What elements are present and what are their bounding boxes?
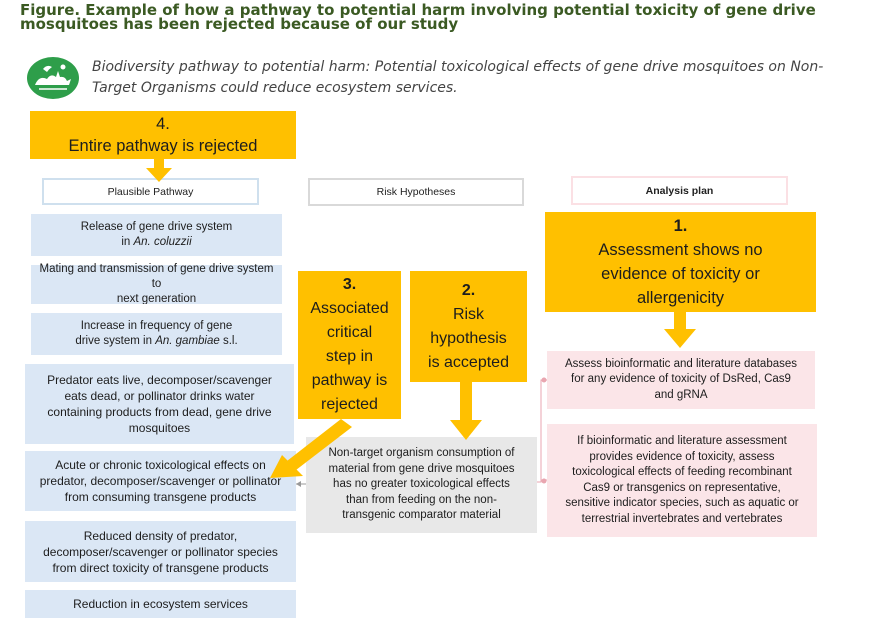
chevron-down-icon: [138, 355, 176, 363]
header-plausible-pathway: Plausible Pathway: [42, 178, 259, 205]
arrow-down-icon: [664, 312, 696, 348]
risk-hypothesis-box: Non-target organism consumption of mater…: [306, 437, 537, 533]
analysis-step-1: Assess bioinformatic and literature data…: [547, 351, 815, 409]
callout-2-hypothesis-accepted: 2. Risk hypothesis is accepted: [410, 271, 527, 382]
pathway-subtitle: Biodiversity pathway to potential harm: …: [92, 59, 824, 96]
pathway-step-5: Acute or chronic toxicological effects o…: [25, 451, 296, 511]
callout-1-no-toxicity: 1. Assessment shows no evidence of toxic…: [545, 212, 816, 312]
chevron-down-icon: [138, 582, 176, 590]
callout-text: Risk hypothesis is accepted: [428, 305, 509, 371]
callout-text: Entire pathway is rejected: [68, 137, 258, 155]
pathway-step-7: Reduction in ecosystem services: [25, 590, 296, 618]
pathway-step-6: Reduced density of predator, decomposer/…: [25, 521, 296, 582]
callout-number: 3.: [342, 276, 357, 293]
callout-4-pathway-rejected: 4. Entire pathway is rejected: [30, 111, 296, 159]
callout-text: Associated critical step in pathway is r…: [310, 300, 389, 413]
header-analysis-plan: Analysis plan: [571, 176, 788, 205]
connector-dot: [541, 478, 547, 484]
callout-text: Assessment shows no evidence of toxicity…: [598, 241, 763, 307]
callout-number: 4.: [156, 115, 170, 133]
chevron-down-icon: [138, 444, 176, 451]
pathway-step-2: Mating and transmission of gene drive sy…: [31, 263, 282, 305]
pathway-step-4: Predator eats live, decomposer/scavenger…: [25, 364, 294, 444]
chevron-down-icon: [138, 511, 176, 520]
header-risk-hypotheses: Risk Hypotheses: [308, 178, 524, 206]
connector-line: [537, 379, 547, 483]
callout-number: 2.: [461, 281, 476, 299]
arrow-left-icon: [296, 481, 301, 487]
callout-3-step-rejected: 3. Associated critical step in pathway i…: [298, 271, 401, 419]
pathway-step-1: Release of gene drive system in An. colu…: [31, 214, 282, 256]
connector-dot: [541, 377, 547, 383]
figure-title: Figure. Example of how a pathway to pote…: [20, 1, 816, 33]
biodiversity-animals-icon: [25, 55, 81, 101]
pathway-step-3: Increase in frequency of gene drive syst…: [31, 313, 282, 355]
arrow-down-icon: [450, 382, 482, 440]
callout-number: 1.: [673, 217, 688, 235]
analysis-step-2: If bioinformatic and literature assessme…: [547, 424, 817, 537]
